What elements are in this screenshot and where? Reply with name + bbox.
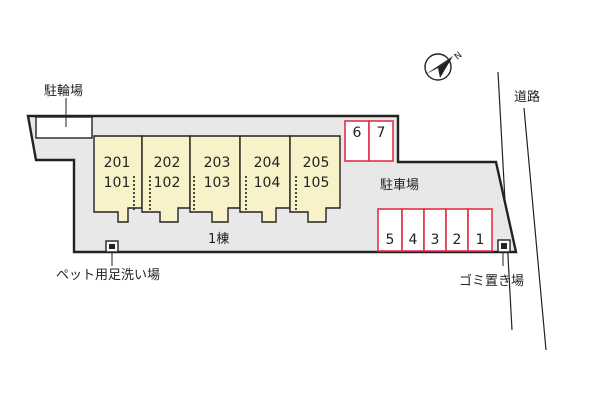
unit-block-5	[289, 135, 341, 223]
parking-space	[368, 120, 394, 162]
parking-number: 6	[353, 125, 362, 141]
north-compass-icon: N	[424, 50, 465, 81]
unit-label-lower: 105	[303, 175, 330, 191]
unit-label-upper: 202	[154, 155, 181, 171]
garbage-station-mark	[501, 243, 507, 249]
parking-label: 駐車場	[380, 178, 419, 193]
unit-label-lower: 104	[254, 175, 281, 191]
parking-number: 5	[386, 232, 395, 248]
unit-label-lower: 101	[104, 175, 131, 191]
road-edge-right	[523, 107, 547, 351]
parking-space	[344, 120, 370, 162]
pet-wash-label: ペット用足洗い場	[56, 268, 160, 283]
parking-number: 4	[409, 232, 418, 248]
bicycle-parking-label: 駐輪場	[44, 83, 83, 99]
unit-label-upper: 205	[303, 155, 330, 171]
unit-label-lower: 103	[204, 175, 231, 191]
unit-label-upper: 201	[104, 155, 131, 171]
parking-bottom: 5 4 3 2 1	[377, 208, 493, 252]
unit-label-upper: 203	[204, 155, 231, 171]
bicycle-parking-area	[35, 116, 93, 139]
unit-label-upper: 204	[254, 155, 281, 171]
parking-number: 7	[377, 125, 386, 141]
parking-number: 2	[453, 232, 462, 248]
parking-top: 6 7	[344, 120, 394, 162]
building-units	[93, 135, 341, 223]
parking-space	[377, 208, 403, 252]
pet-wash-station-mark	[109, 244, 115, 249]
road-label: 道路	[514, 89, 540, 105]
garbage-label: ゴミ置き場	[459, 273, 524, 289]
stair-lines	[133, 176, 297, 210]
parking-number: 3	[431, 232, 440, 248]
building-label: 1棟	[208, 232, 229, 247]
unit-label-lower: 102	[154, 175, 181, 191]
parking-number: 1	[476, 232, 485, 248]
parking-space	[467, 208, 493, 252]
north-label: N	[453, 50, 465, 62]
